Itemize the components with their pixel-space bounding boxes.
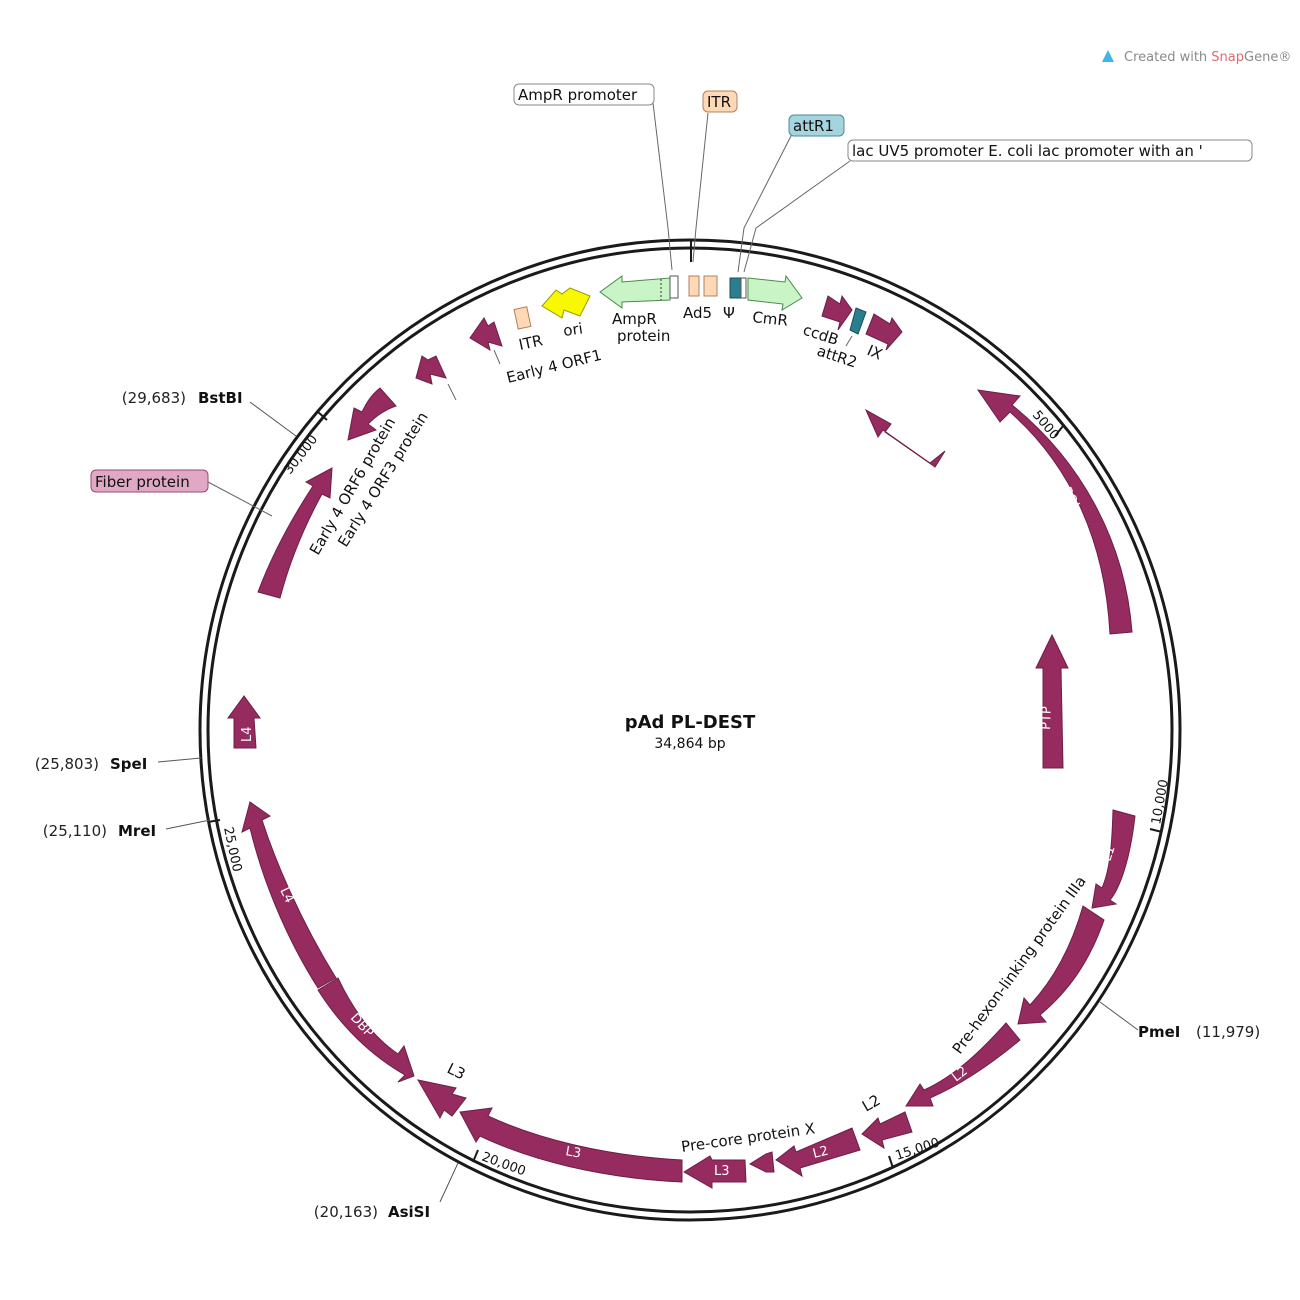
- feature-l3-b[interactable]: [459, 1107, 683, 1183]
- adeno-features: [227, 294, 1136, 1189]
- feature-attr2[interactable]: [849, 307, 867, 335]
- feature-small-l3[interactable]: [748, 1151, 775, 1173]
- feature-l4-a[interactable]: [227, 695, 261, 749]
- site-bstbi[interactable]: (29,683) BstBI: [122, 389, 243, 407]
- feature-l4-b[interactable]: [241, 801, 337, 989]
- label-iva2: IVa2: [888, 421, 919, 450]
- feature-lacuv5[interactable]: [740, 277, 747, 299]
- svg-text:attR1: attR1: [793, 117, 834, 135]
- svg-text:(20,163): (20,163): [314, 1203, 378, 1221]
- svg-text:ITR: ITR: [707, 93, 731, 111]
- feature-attr1[interactable]: [729, 277, 742, 299]
- site-pmei[interactable]: PmeI (11,979): [1138, 1023, 1260, 1041]
- label-ix: IX: [864, 341, 885, 363]
- feature-l2-b[interactable]: [775, 1127, 861, 1178]
- label-l2-outer: L2: [859, 1091, 884, 1116]
- feature-itr-left[interactable]: [513, 306, 532, 330]
- feature-l2-small[interactable]: [861, 1111, 913, 1150]
- label-box-ampr-promoter[interactable]: AmpR promoter: [513, 83, 655, 106]
- feature-pol[interactable]: [976, 389, 1133, 635]
- feature-e4orf3[interactable]: [415, 355, 447, 385]
- feature-dbp[interactable]: [317, 977, 415, 1083]
- label-l3a: L3: [714, 1164, 730, 1179]
- label-ampr: AmpR: [612, 310, 657, 328]
- svg-text:Fiber protein: Fiber protein: [95, 473, 190, 491]
- svg-text:(25,110): (25,110): [43, 822, 107, 840]
- label-box-itr[interactable]: ITR: [702, 90, 738, 113]
- label-ptp: PTP: [1039, 706, 1055, 730]
- feature-ptp[interactable]: [1035, 633, 1069, 769]
- site-asisi[interactable]: (20,163) AsiSI: [314, 1203, 430, 1221]
- feature-l3-a[interactable]: [683, 1155, 747, 1189]
- feature-psi[interactable]: [703, 275, 718, 297]
- svg-text:lac UV5 promoter E. coli lac p: lac UV5 promoter E. coli lac promoter wi…: [852, 142, 1203, 160]
- label-ad5: Ad5: [683, 304, 712, 322]
- feature-e4orf1[interactable]: [469, 317, 503, 352]
- feature-iiia[interactable]: [1017, 905, 1105, 1025]
- label-l2b: L2: [811, 1144, 830, 1162]
- vector-elements: [513, 274, 867, 335]
- feature-e4orf6[interactable]: [347, 387, 397, 441]
- site-spei[interactable]: (25,803) SpeI: [35, 755, 148, 773]
- tick-10000: 10,000: [1149, 778, 1172, 825]
- label-box-attr1[interactable]: attR1: [788, 114, 845, 137]
- label-psi: Ψ: [723, 304, 735, 322]
- svg-text:PmeI: PmeI: [1138, 1023, 1180, 1041]
- svg-text:SpeI: SpeI: [110, 755, 147, 773]
- feature-ccdb[interactable]: [821, 294, 853, 331]
- feature-l1[interactable]: [1091, 809, 1136, 909]
- label-ampr-protein: protein: [617, 327, 670, 345]
- svg-text:MreI: MreI: [118, 822, 156, 840]
- label-attr2: attR2: [815, 342, 859, 372]
- snapgene-credit: Created with SnapGene®: [1102, 50, 1291, 65]
- label-cmr: CmR: [752, 308, 789, 330]
- feature-fiber[interactable]: [257, 467, 333, 599]
- label-l3b: L3: [564, 1144, 582, 1161]
- leader-lines: [207, 102, 853, 517]
- label-itr: ITR: [517, 331, 544, 354]
- plasmid-length: 34,864 bp: [654, 736, 725, 752]
- svg-text:(29,683): (29,683): [122, 389, 186, 407]
- label-ori: ori: [562, 319, 584, 340]
- plasmid-name: pAd PL-DEST: [625, 712, 756, 733]
- feature-ampr-promoter[interactable]: [669, 275, 679, 299]
- feature-cmr[interactable]: [747, 274, 803, 311]
- label-l3-outer: L3: [444, 1059, 468, 1083]
- label-l4a: L4: [240, 726, 255, 742]
- feature-ori[interactable]: [541, 287, 591, 319]
- site-mrei[interactable]: (25,110) MreI: [43, 822, 156, 840]
- tick-marks: [207, 240, 1163, 1169]
- label-box-lacuv5[interactable]: lac UV5 promoter E. coli lac promoter wi…: [847, 139, 1253, 162]
- feature-ix[interactable]: [865, 313, 903, 351]
- svg-text:BstBI: BstBI: [198, 389, 243, 407]
- label-l1: L1: [1100, 844, 1119, 863]
- svg-text:(11,979): (11,979): [1196, 1023, 1260, 1041]
- feature-ampr[interactable]: [599, 275, 671, 309]
- svg-text:(25,803): (25,803): [35, 755, 99, 773]
- tick-15000: 15,000: [894, 1135, 942, 1163]
- feature-ad5[interactable]: [688, 275, 700, 297]
- credit-text: Created with SnapGene®: [1124, 50, 1291, 65]
- svg-text:AsiSI: AsiSI: [388, 1203, 430, 1221]
- label-l4b: L4: [276, 885, 296, 906]
- feature-l2-a[interactable]: [905, 1022, 1021, 1107]
- restriction-sites: [157, 401, 1139, 1203]
- tick-30000: 30,000: [281, 432, 321, 477]
- svg-text:AmpR promoter: AmpR promoter: [518, 86, 638, 104]
- label-box-fiber[interactable]: Fiber protein: [90, 469, 209, 493]
- snapgene-logo-icon: [1102, 50, 1114, 62]
- feature-l3-small[interactable]: [417, 1079, 467, 1120]
- feature-iva2[interactable]: [864, 408, 946, 468]
